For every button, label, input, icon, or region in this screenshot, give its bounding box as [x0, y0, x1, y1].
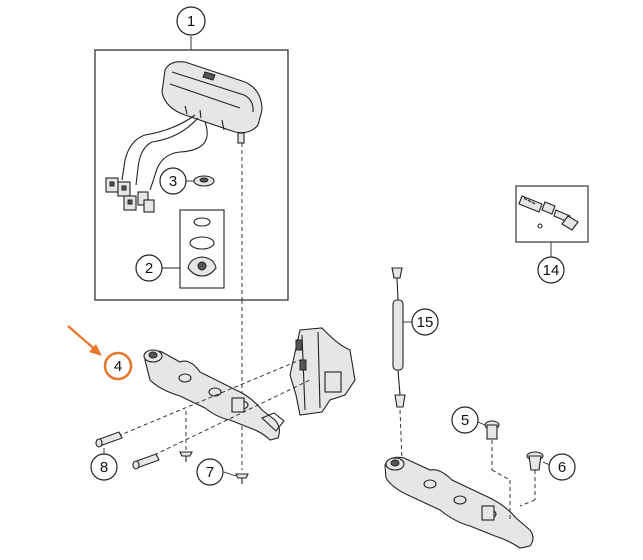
key-kit-group: [515, 185, 589, 258]
callout-4: 4: [103, 351, 133, 381]
callout-2-label: 2: [145, 260, 153, 277]
instrument-bracket-part: [143, 327, 356, 441]
cable-part: [391, 267, 412, 461]
callout-5-leader: [477, 421, 486, 426]
callout-5-label: 5: [461, 412, 469, 429]
callout-6-label: 6: [558, 459, 566, 476]
key-kit-box: [515, 185, 589, 243]
callout-2: 2: [135, 254, 163, 282]
callout-7-label: 7: [206, 464, 214, 481]
screw-part: [179, 451, 249, 484]
callout-7: 7: [196, 458, 224, 486]
callout-1: 1: [176, 6, 206, 36]
callout-4-label: 4: [114, 358, 122, 375]
callout-15-label: 15: [417, 314, 434, 331]
callout-14-label: 14: [543, 262, 560, 279]
instrument-cluster-group: [94, 36, 289, 301]
callout-8: 8: [90, 453, 118, 481]
seal-kit-group: [162, 209, 225, 289]
pin-part: [477, 420, 511, 520]
callout-7-leader: [223, 471, 237, 477]
callout-3: 3: [159, 167, 187, 195]
callout-15: 15: [411, 308, 439, 336]
lower-bracket-part: [384, 456, 534, 549]
grommet-part: [186, 175, 215, 187]
highlight-arrow: [67, 325, 102, 356]
callout-5: 5: [451, 406, 479, 434]
callout-1-label: 1: [187, 13, 195, 30]
callout-3-label: 3: [169, 173, 177, 190]
seal-kit-box: [179, 209, 225, 289]
rubber-plug-part: [519, 451, 551, 507]
instrument-cluster-part: [105, 61, 263, 213]
callout-6: 6: [548, 453, 576, 481]
callout-8-label: 8: [100, 459, 108, 476]
instrument-group-box: [94, 49, 289, 301]
bolt-part: [95, 431, 160, 470]
callout-14: 14: [537, 256, 565, 284]
